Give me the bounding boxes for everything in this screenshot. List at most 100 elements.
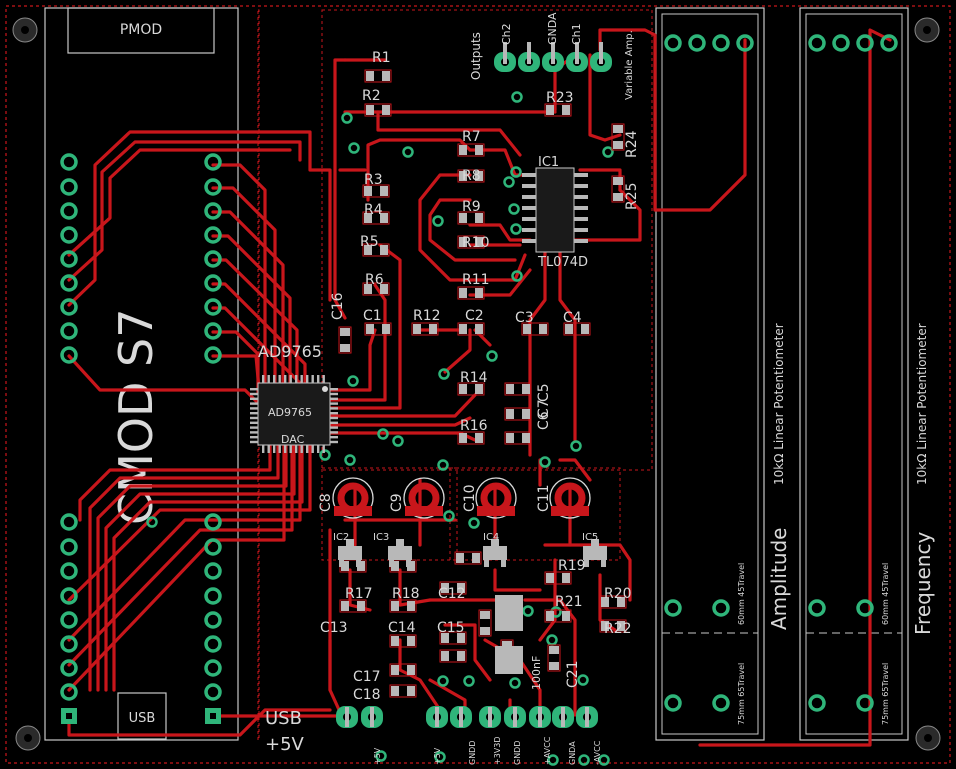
frequency-travel-b: 60mm 45Travel xyxy=(881,563,890,625)
pot-pad xyxy=(832,34,850,52)
ref-r24: R24 xyxy=(624,130,640,158)
pot-pads xyxy=(664,34,898,712)
ref-c5: C5 xyxy=(536,383,552,402)
header-pad xyxy=(204,298,222,316)
ref-c18: C18 xyxy=(353,687,381,703)
header-pad xyxy=(204,322,222,340)
dac-inner-name: AD9765 xyxy=(268,406,312,419)
mounting-hole-tr xyxy=(914,17,940,43)
ref-r25: R25 xyxy=(624,182,640,210)
header-pad xyxy=(204,202,222,220)
amplitude-travel-b: 60mm 45Travel xyxy=(737,563,746,625)
header-pad xyxy=(204,274,222,292)
pot-pad xyxy=(808,599,826,617)
pmod-label: PMOD xyxy=(120,22,162,38)
pot-pad xyxy=(712,599,730,617)
ref-r16: R16 xyxy=(460,418,488,434)
ref-ic3: IC3 xyxy=(373,532,389,543)
frequency-label: Frequency xyxy=(911,532,935,635)
dac-sub-label: DAC xyxy=(281,433,305,446)
header-pad xyxy=(60,587,78,605)
header-pad xyxy=(60,178,78,196)
ref-c1: C1 xyxy=(363,308,382,324)
header-pad xyxy=(204,635,222,653)
ref-ic2: IC2 xyxy=(333,532,349,543)
header-pad-square xyxy=(210,713,216,719)
pot-pad xyxy=(664,694,682,712)
header-pad xyxy=(60,611,78,629)
electrolytic-capacitors xyxy=(332,477,591,519)
amplitude-potentiometer xyxy=(655,7,765,741)
ref-r8: R8 xyxy=(462,168,481,184)
usb-label: USB xyxy=(129,711,156,726)
header-pin-ch1: Ch1 xyxy=(570,23,583,45)
power-pin-label: GNDD xyxy=(468,740,477,765)
mounting-hole-br xyxy=(915,725,941,751)
ref-r4: R4 xyxy=(364,202,383,218)
power-header xyxy=(336,706,598,728)
ref-c3: C3 xyxy=(515,310,534,326)
ref-r5: R5 xyxy=(360,234,379,250)
header-pad xyxy=(60,683,78,701)
mounting-hole-bl xyxy=(15,725,41,751)
header-pin-gnda: GNDA xyxy=(546,12,559,45)
ic1-value: TL074D xyxy=(537,255,588,270)
ref-c7: C7 xyxy=(536,399,552,418)
module-label: CMOD S7 xyxy=(109,308,163,525)
power-pin-label: +AVCC xyxy=(543,736,552,765)
ref-r1: R1 xyxy=(372,50,391,66)
pot-pad xyxy=(712,694,730,712)
power-usb-label: USB xyxy=(265,708,302,729)
header-pad xyxy=(60,513,78,531)
cmod-header-right xyxy=(204,153,222,724)
pot-pad xyxy=(688,34,706,52)
ref-ic5: IC5 xyxy=(582,532,598,543)
power-pin-label: +5V xyxy=(433,747,442,765)
header-pad xyxy=(204,538,222,556)
ref-r6: R6 xyxy=(365,272,384,288)
regulators xyxy=(338,539,607,567)
header-pad xyxy=(60,635,78,653)
header-pad-square xyxy=(66,713,72,719)
opamp-ic1 xyxy=(522,167,588,253)
header-pad xyxy=(204,562,222,580)
power-5v-label: +5V xyxy=(265,734,305,755)
ref-r17: R17 xyxy=(345,586,373,602)
ref-r14: R14 xyxy=(460,370,488,386)
header-pad xyxy=(60,298,78,316)
frequency-potentiometer xyxy=(799,7,909,741)
header-pad xyxy=(60,659,78,677)
ref-r22: R22 xyxy=(604,621,632,637)
outputs-label: Outputs xyxy=(469,32,483,80)
amplitude-pot-desc: 10kΩ Linear Potentiometer xyxy=(772,323,786,485)
ref-c4: C4 xyxy=(563,310,582,326)
pot-pad xyxy=(712,34,730,52)
ref-r9: R9 xyxy=(462,199,481,215)
ref-r7: R7 xyxy=(462,129,481,145)
header-pad xyxy=(60,322,78,340)
ref-c9: C9 xyxy=(389,493,405,512)
pot-pad xyxy=(808,694,826,712)
ref-c12: C12 xyxy=(438,586,466,602)
mounting-hole-tl xyxy=(12,17,38,43)
header-pad xyxy=(204,346,222,364)
header-pad xyxy=(204,587,222,605)
pot-pad xyxy=(856,599,874,617)
pmod-outline xyxy=(67,7,215,54)
frequency-pot-desc: 10kΩ Linear Potentiometer xyxy=(915,323,929,485)
variable-amp-label: Variable Amp. xyxy=(624,30,635,100)
pot-pad xyxy=(856,694,874,712)
ref-ic4: IC4 xyxy=(483,532,499,543)
amplitude-travel-a: 75mm 65Travel xyxy=(737,663,746,725)
header-pin-ch2: Ch2 xyxy=(500,23,513,45)
header-pad xyxy=(60,538,78,556)
header-pad xyxy=(60,562,78,580)
analog-zone xyxy=(321,9,653,471)
header-pad xyxy=(204,250,222,268)
cmod-header-left xyxy=(60,153,78,724)
ref-r21: R21 xyxy=(555,594,583,610)
header-pad xyxy=(60,202,78,220)
ref-c16: C16 xyxy=(330,292,346,320)
header-pad xyxy=(204,611,222,629)
